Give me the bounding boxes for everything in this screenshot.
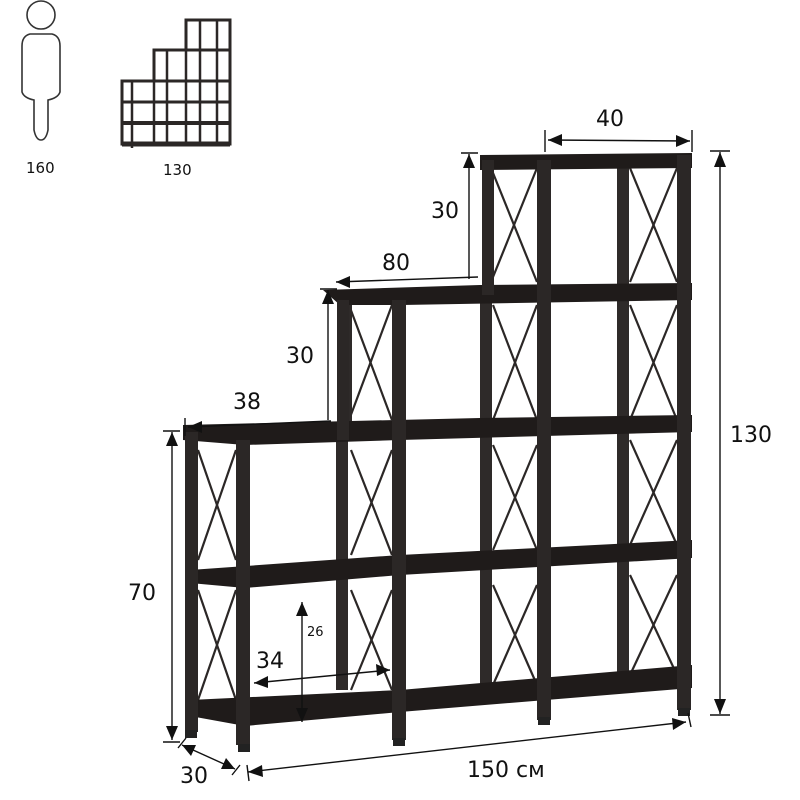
main-shelf	[183, 153, 692, 752]
depth-label: 30	[180, 764, 208, 789]
total-width-label: 150 см	[467, 758, 545, 783]
lower-height-label: 70	[128, 581, 156, 606]
feet	[185, 708, 690, 752]
cell-width-label: 34	[256, 649, 284, 674]
middle-tier-height-label: 30	[286, 344, 314, 369]
front-posts	[185, 155, 691, 745]
dimension-lines	[163, 130, 730, 782]
cell-height-label: 26	[307, 625, 324, 640]
top-tier-height-label: 30	[431, 199, 459, 224]
total-height-label: 130	[730, 423, 772, 448]
person-icon	[21, 0, 61, 141]
mini-shelf-height-label: 130	[163, 161, 192, 179]
mini-shelf-icon	[120, 18, 232, 148]
middle-width-label: 80	[382, 251, 410, 276]
lower-width-label: 38	[233, 390, 261, 415]
x-braces	[196, 167, 679, 701]
top-width-label: 40	[596, 107, 624, 132]
person-height-label: 160	[26, 159, 55, 177]
shelf-boards	[183, 153, 692, 726]
